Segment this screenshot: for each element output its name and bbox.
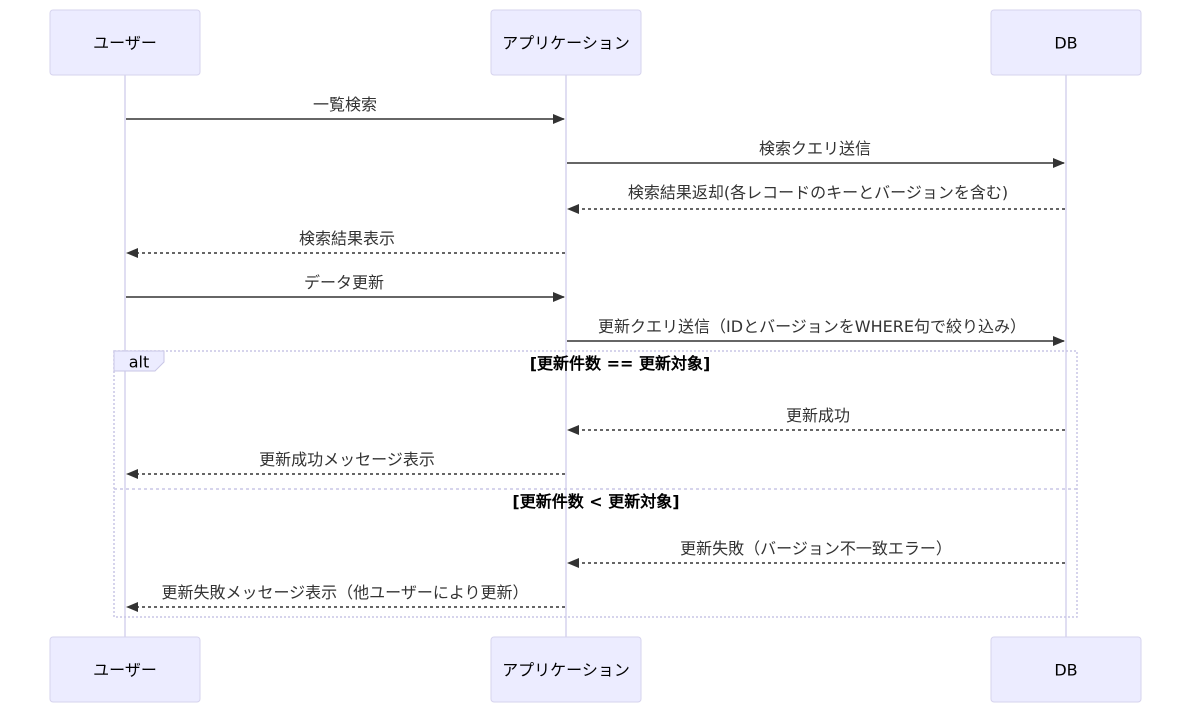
message-label: 更新失敗メッセージ表示（他ユーザーにより更新） (161, 583, 528, 602)
alt-tab (113, 350, 165, 372)
actor-top-db: DB (990, 9, 1142, 76)
message-7: 更新成功 (567, 406, 1065, 435)
message-3: 検索結果返却(各レコードのキーとバージョンを含む) (567, 183, 1065, 214)
actor-label: アプリケーション (502, 661, 630, 680)
message-label: 更新成功メッセージ表示 (259, 450, 435, 469)
message-9: 更新失敗（バージョン不一致エラー） (567, 539, 1065, 568)
actor-top-app: アプリケーション (490, 9, 642, 76)
actor-top-user: ユーザー (49, 9, 201, 76)
message-8: 更新成功メッセージ表示 (126, 450, 565, 479)
message-10: 更新失敗メッセージ表示（他ユーザーにより更新） (126, 583, 565, 612)
message-label: 検索クエリ送信 (759, 139, 871, 158)
message-label: 検索結果返却(各レコードのキーとバージョンを含む) (628, 183, 1008, 202)
alt-condition-2: [更新件数 < 更新対象] (512, 492, 679, 511)
message-label: データ更新 (304, 273, 384, 292)
actor-label: ユーザー (93, 34, 157, 53)
message-label: 更新失敗（バージョン不一致エラー） (680, 539, 952, 558)
actor-bottom-user: ユーザー (49, 636, 201, 703)
message-2: 検索クエリ送信 (567, 139, 1065, 168)
message-6: 更新クエリ送信（IDとバージョンをWHERE句で絞り込み） (567, 317, 1065, 346)
alt-kind-label: alt (129, 353, 150, 372)
message-4: 検索結果表示 (126, 229, 565, 258)
actor-label: アプリケーション (502, 34, 630, 53)
message-label: 更新成功 (786, 406, 850, 425)
message-label: 更新クエリ送信（IDとバージョンをWHERE句で絞り込み） (598, 317, 1026, 336)
actor-bottom-db: DB (990, 636, 1142, 703)
actor-bottom-app: アプリケーション (490, 636, 642, 703)
message-5: データ更新 (126, 273, 565, 302)
alt-condition-1: [更新件数 == 更新対象] (530, 354, 711, 373)
message-label: 検索結果表示 (299, 229, 395, 248)
actor-label: DB (1054, 661, 1077, 680)
actor-label: ユーザー (93, 661, 157, 680)
actor-label: DB (1054, 34, 1077, 53)
alt-frame: alt [更新件数 == 更新対象] [更新件数 < 更新対象] (113, 350, 1078, 618)
message-label: 一覧検索 (313, 95, 377, 114)
message-1: 一覧検索 (126, 95, 565, 124)
